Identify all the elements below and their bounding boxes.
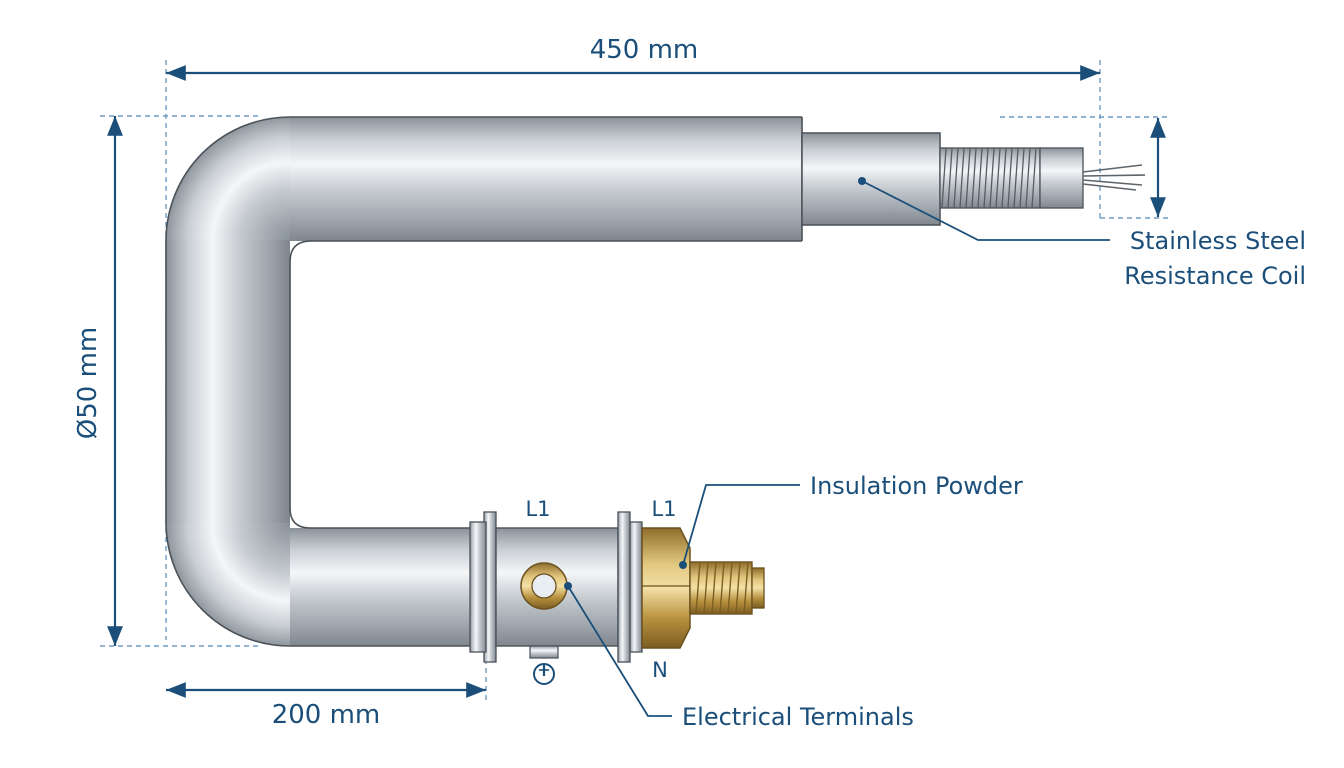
coil-callout-line1: Stainless Steel bbox=[1130, 227, 1306, 255]
end-sleeve bbox=[801, 132, 941, 226]
diameter-label: Ø50 mm bbox=[73, 327, 103, 439]
insulation-callout: Insulation Powder bbox=[810, 472, 1023, 500]
ground-symbol-icon bbox=[533, 663, 555, 685]
coil-end-assembly bbox=[801, 132, 1146, 226]
callout-leaders bbox=[564, 177, 1110, 717]
terminal-label-l1-right: L1 bbox=[651, 497, 676, 521]
left-tube bbox=[166, 240, 290, 523]
overall-length-label: 450 mm bbox=[590, 35, 699, 65]
flange-left bbox=[469, 521, 487, 653]
coil-callout-line2: Resistance Coil bbox=[1124, 262, 1306, 290]
coil-turns bbox=[941, 147, 1037, 209]
terminals-callout: Electrical Terminals bbox=[682, 703, 914, 731]
dimension-lines bbox=[107, 65, 1166, 698]
bottom-tube bbox=[290, 528, 470, 646]
terminal-label-l1-left: L1 bbox=[525, 497, 550, 521]
brass-hex-nut bbox=[641, 527, 691, 649]
flange-right bbox=[617, 511, 631, 663]
coil-leader bbox=[861, 180, 1110, 241]
flange-right-inner bbox=[629, 521, 643, 653]
lead-wires bbox=[1082, 164, 1146, 191]
terminal-fitting bbox=[469, 511, 765, 663]
insulation-leader bbox=[682, 484, 800, 566]
heater-tube bbox=[165, 116, 803, 647]
top-bend bbox=[166, 117, 290, 240]
terminal-label-n: N bbox=[652, 658, 668, 682]
bottom-bend bbox=[166, 523, 290, 646]
terminals-leader bbox=[567, 585, 672, 717]
coil-cap bbox=[1039, 147, 1084, 209]
bend-leg-label: 200 mm bbox=[272, 700, 381, 730]
bottom-stud bbox=[529, 645, 559, 659]
top-tube bbox=[290, 117, 802, 241]
